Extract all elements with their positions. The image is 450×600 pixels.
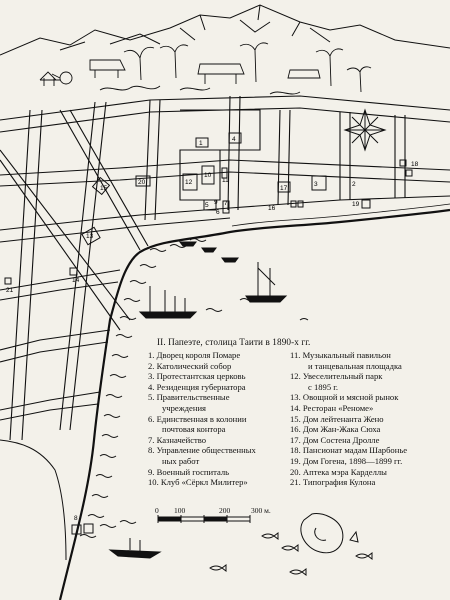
harbor-boats bbox=[108, 241, 288, 559]
buildings bbox=[4, 132, 413, 535]
compass-rose-icon bbox=[343, 108, 387, 152]
map-label-18: 18 bbox=[411, 161, 419, 168]
legend-item: 5. Правительственные bbox=[148, 392, 230, 403]
legend-item: учреждения bbox=[162, 402, 207, 413]
legend-right-column: 11. Музыкальный павильон и танцевальная … bbox=[290, 350, 450, 488]
map-label-5: 5 bbox=[205, 202, 209, 209]
map-label-17: 17 bbox=[280, 185, 288, 192]
coastline bbox=[0, 203, 450, 600]
map-label-2: 2 bbox=[352, 181, 356, 188]
fish-drawings bbox=[209, 530, 373, 576]
map-label-7: 7 bbox=[224, 200, 228, 207]
map-label-8: 8 bbox=[74, 515, 78, 522]
scale-label-300: 300 м. bbox=[251, 506, 271, 515]
street-grid bbox=[0, 95, 450, 441]
legend-left-column: 1. Дворец короля Помаре 2. Католический … bbox=[148, 350, 288, 488]
map-label-10: 10 bbox=[204, 172, 212, 179]
legend-item: и танцевальная площадка bbox=[308, 360, 402, 371]
map-label-15: 15 bbox=[100, 185, 108, 192]
legend-item: 2. Католический собор bbox=[148, 360, 232, 371]
legend-item: с 1895 г. bbox=[308, 381, 339, 392]
legend-item: 1. Дворец короля Помаре bbox=[148, 350, 241, 360]
legend-item: 9. Военный госпиталь bbox=[148, 466, 230, 477]
legend-item: 10. Клуб «Сёркл Милитер» bbox=[148, 477, 248, 488]
map-label-6: 6 bbox=[216, 209, 220, 216]
map-label-12: 12 bbox=[185, 179, 193, 186]
legend-item: 19. Дом Гогена, 1898—1899 гг. bbox=[290, 455, 403, 466]
map-caption: II. Папеэте, столица Таити в 1890-х гг. bbox=[157, 337, 311, 347]
legend-item: 8. Управление общественных bbox=[148, 445, 256, 456]
legend-item: 14. Ресторан «Реноме» bbox=[290, 402, 374, 413]
legend-item: 13. Овощной и мясной рынок bbox=[290, 392, 399, 403]
map-label-9: 9 bbox=[214, 199, 218, 206]
legend-item: 3. Протестантская церковь bbox=[148, 371, 246, 382]
mountains bbox=[0, 4, 450, 56]
map-label-11: 11 bbox=[222, 177, 229, 184]
legend-item: 21. Типография Кулона bbox=[290, 477, 376, 488]
legend-item: 15. Дом лейтенанта Жено bbox=[290, 413, 384, 424]
legend-item: почтовая контора bbox=[162, 424, 226, 435]
scale-label-100: 100 bbox=[174, 506, 186, 515]
map-label-3: 3 bbox=[314, 181, 318, 188]
legend-item: 11. Музыкальный павильон bbox=[290, 350, 391, 360]
legend-item: 16. Дом Жан-Жака Сюха bbox=[290, 424, 381, 435]
legend-item: 4. Резиденция губернатора bbox=[148, 381, 246, 392]
legend-item: 7. Казначейство bbox=[148, 434, 207, 445]
legend-item: 17. Дом Состена Дролле bbox=[290, 434, 380, 445]
map-label-13: 13 bbox=[86, 233, 94, 240]
scale-label-200: 200 bbox=[219, 506, 231, 515]
map-label-20: 20 bbox=[138, 179, 146, 186]
map-label-14: 14 bbox=[72, 277, 80, 284]
legend-item: 18. Пансионат мадам Шарбонье bbox=[290, 445, 408, 456]
legend-item: 12. Увеселительный парк bbox=[290, 371, 383, 382]
map-label-19: 19 bbox=[352, 201, 360, 208]
scale-label-0: 0 bbox=[155, 506, 159, 515]
village-drawing bbox=[39, 42, 372, 95]
reef-island bbox=[300, 513, 344, 554]
legend-item: 20. Аптека мэра Карделлы bbox=[290, 466, 387, 477]
map-label-4: 4 bbox=[232, 136, 236, 143]
map-label-16: 16 bbox=[268, 205, 276, 212]
map-label-1: 1 bbox=[199, 140, 203, 147]
legend-item: ных работ bbox=[162, 455, 200, 466]
map-label-21: 21 bbox=[6, 287, 14, 294]
scale-bar bbox=[157, 515, 251, 523]
legend-item: 6. Единственная в колонии bbox=[148, 413, 247, 424]
